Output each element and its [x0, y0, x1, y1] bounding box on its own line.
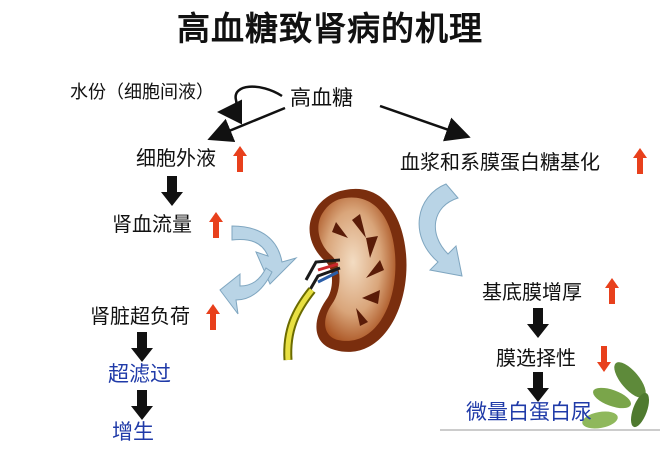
node-hyperfiltration: 超滤过 — [108, 362, 171, 386]
down-arrow-icon — [131, 332, 153, 362]
down-arrow-icon — [527, 308, 549, 338]
curved-arrow-left-upper — [231, 225, 298, 285]
node-microalbuminuria: 微量白蛋白尿 — [466, 400, 592, 424]
node-proliferation: 增生 — [112, 420, 154, 444]
up-arrow-icon — [233, 146, 247, 172]
node-water: 水份（细胞间液） — [70, 82, 214, 103]
node-renal-overload: 肾脏超负荷 — [90, 304, 190, 328]
leaf-decoration — [582, 362, 650, 429]
node-selectivity: 膜选择性 — [496, 346, 576, 370]
down-red-arrow-icon — [597, 346, 611, 372]
arrow-to-extracellular — [207, 106, 286, 142]
curved-arrow-right — [418, 183, 463, 277]
node-basement-membrane: 基底膜增厚 — [482, 280, 582, 304]
up-arrow-icon — [633, 148, 647, 174]
curved-arrow-left-lower — [219, 267, 273, 315]
down-arrow-icon — [131, 390, 153, 420]
node-hyperglycemia: 高血糖 — [290, 86, 353, 110]
up-arrow-icon — [206, 304, 220, 330]
curl-arrow — [217, 85, 283, 125]
node-renal-blood-flow: 肾血流量 — [112, 212, 192, 236]
down-arrow-icon — [161, 176, 183, 206]
node-extracellular: 细胞外液 — [136, 146, 216, 170]
node-glycation: 血浆和系膜蛋白糖基化 — [400, 150, 600, 174]
up-arrow-icon — [209, 212, 223, 238]
kidney-illustration — [283, 188, 407, 361]
arrow-to-glycation — [379, 104, 471, 142]
down-arrow-icon — [527, 372, 549, 402]
up-arrow-icon — [605, 278, 619, 304]
diagram-title: 高血糖致肾病的机理 — [177, 9, 483, 48]
